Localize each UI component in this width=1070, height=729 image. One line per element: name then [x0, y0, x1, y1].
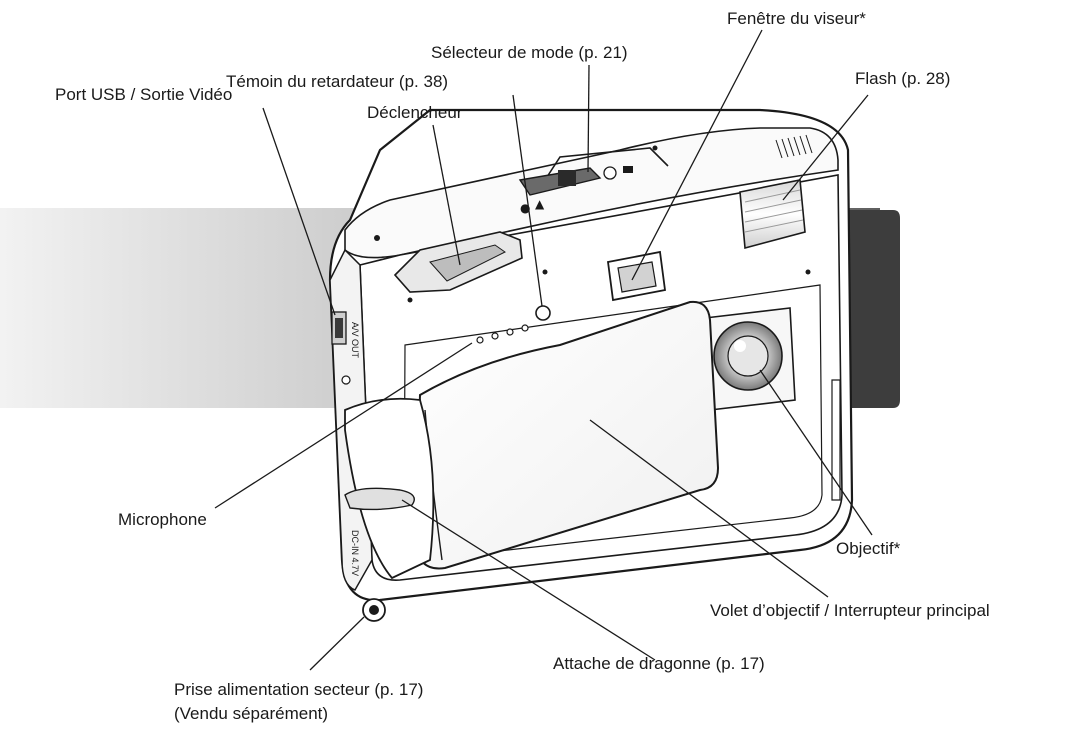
usb-port[interactable]: [331, 311, 347, 345]
side-screw: [341, 375, 351, 385]
label-dc-terminal-line1: Prise alimentation secteur (p. 17): [174, 680, 423, 699]
label-shutter-button: Déclencheur: [367, 103, 463, 122]
mode-camera-icon: [623, 166, 633, 173]
label-flash: Flash (p. 28): [855, 69, 950, 88]
av-out-print: A/V OUT: [350, 322, 360, 359]
label-self-timer-lamp: Témoin du retardateur (p. 38): [226, 72, 448, 91]
label-lens: Objectif*: [836, 539, 901, 558]
mode-scene-icon: ▲: [535, 197, 545, 211]
self-timer-lamp: [535, 305, 551, 321]
microphone-holes: [476, 324, 529, 344]
callouts: Fenêtre du viseur* Sélecteur de mode (p.…: [55, 9, 990, 723]
viewfinder-window: [606, 250, 667, 302]
dc-terminal[interactable]: [362, 598, 386, 622]
label-mode-selector: Sélecteur de mode (p. 21): [431, 43, 628, 62]
label-dc-terminal-line2: (Vendu séparément): [174, 704, 328, 723]
label-viewfinder: Fenêtre du viseur*: [727, 9, 866, 28]
speaker-grill: [775, 134, 813, 159]
strap-eyelet: [344, 397, 435, 580]
shutter-button[interactable]: [393, 231, 523, 293]
mode-movie-icon: ●: [520, 201, 530, 215]
body-screws: [370, 145, 811, 543]
label-usb-port: Port USB / Sortie Vidéo: [55, 85, 232, 104]
label-strap-eyelet: Attache de dragonne (p. 17): [553, 654, 765, 673]
label-microphone: Microphone: [118, 510, 207, 529]
flash-window: [739, 179, 806, 250]
dc-in-print: DC-IN 4.7V: [350, 530, 360, 576]
mode-playback-icon: [603, 166, 617, 180]
lens: [704, 307, 796, 411]
leader-lines: [214, 29, 873, 671]
lens-cover[interactable]: [413, 300, 720, 570]
label-lens-cover: Volet d’objectif / Interrupteur principa…: [710, 601, 990, 620]
camera-body: ● ▲: [328, 108, 854, 622]
